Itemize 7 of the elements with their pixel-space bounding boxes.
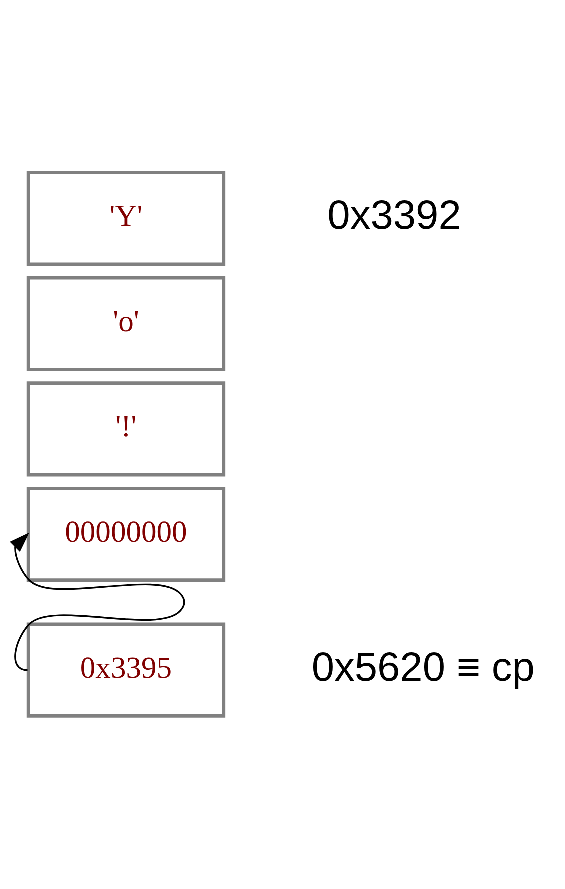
node-label: 0x5620 ≡ cp — [312, 644, 535, 690]
node-box: 'o' — [26, 276, 226, 372]
node-box: '!' — [26, 382, 226, 477]
node-box: 0x3395 — [26, 622, 226, 718]
node-box: 'Y' — [26, 171, 226, 266]
node-box: 00000000 — [26, 486, 226, 582]
node-label: 0x3392 — [328, 192, 462, 238]
